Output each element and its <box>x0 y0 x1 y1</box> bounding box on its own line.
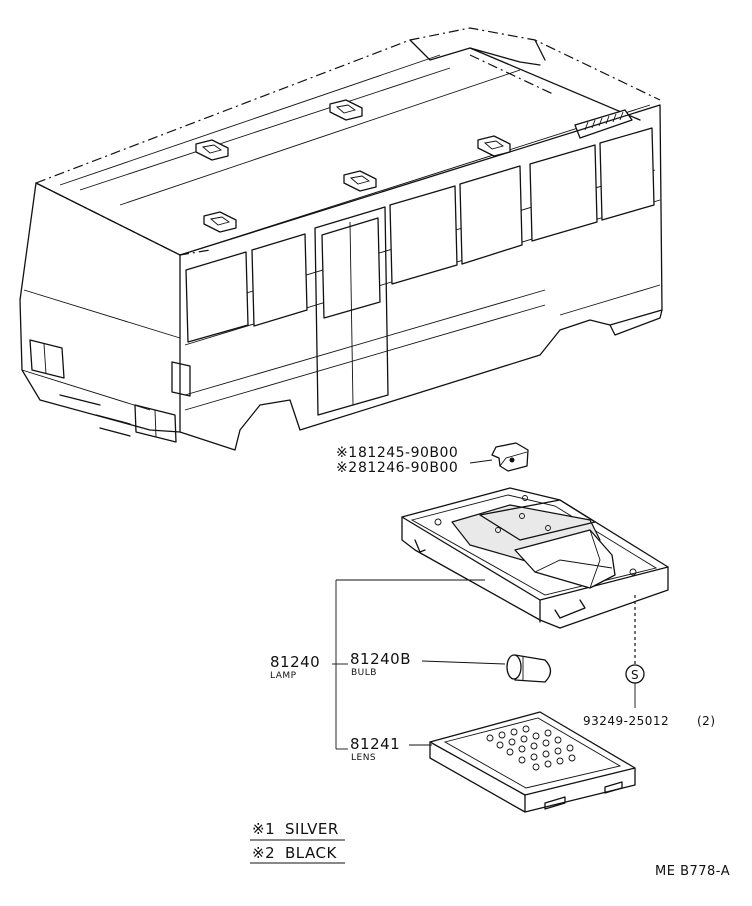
lens-drawing <box>429 711 636 813</box>
roof-clip-5 <box>203 211 237 233</box>
van-body-illustration <box>19 27 663 451</box>
legend-1-marker: ※1 <box>252 820 275 838</box>
bulb-part-number: 81240B <box>350 650 411 668</box>
clip-part-2-marker: ※2 <box>336 460 358 476</box>
bulb-drawing <box>506 654 552 683</box>
diagram-reference-code: ME B778-A <box>655 864 730 879</box>
bulb-label: BULB <box>351 668 377 678</box>
lamp-part-number: 81240 <box>270 653 320 671</box>
screw-callout: S 93249-25012 (2) <box>583 595 716 728</box>
screw-symbol: S <box>631 668 639 682</box>
clip-part-callout: ※1 81245-90B00 ※2 81246-90B00 <box>336 442 529 476</box>
lamp-housing-drawing <box>401 487 669 629</box>
legend-1-text: SILVER <box>285 820 339 838</box>
roof-clip-1 <box>195 139 229 161</box>
screw-quantity: (2) <box>697 714 716 728</box>
lens-label: LENS <box>351 753 376 763</box>
roof-clip-4 <box>343 170 377 192</box>
callout-leader-lines <box>332 579 506 750</box>
legend-2-marker: ※2 <box>252 844 275 862</box>
clip-part-2-number: 81246-90B00 <box>358 460 458 476</box>
roof-clip-2 <box>329 99 363 121</box>
part-labels: 81240 LAMP 81240B BULB 81241 LENS <box>270 650 411 763</box>
clip-part-drawing <box>491 442 529 472</box>
lamp-label: LAMP <box>270 671 297 681</box>
clip-part-1-marker: ※1 <box>336 445 358 461</box>
color-legend: ※1 SILVER ※2 BLACK <box>250 820 345 864</box>
screw-part-number: 93249-25012 <box>583 714 669 728</box>
lens-part-number: 81241 <box>350 735 400 753</box>
clip-part-1-number: 81245-90B00 <box>358 445 458 461</box>
legend-2-text: BLACK <box>285 844 337 862</box>
